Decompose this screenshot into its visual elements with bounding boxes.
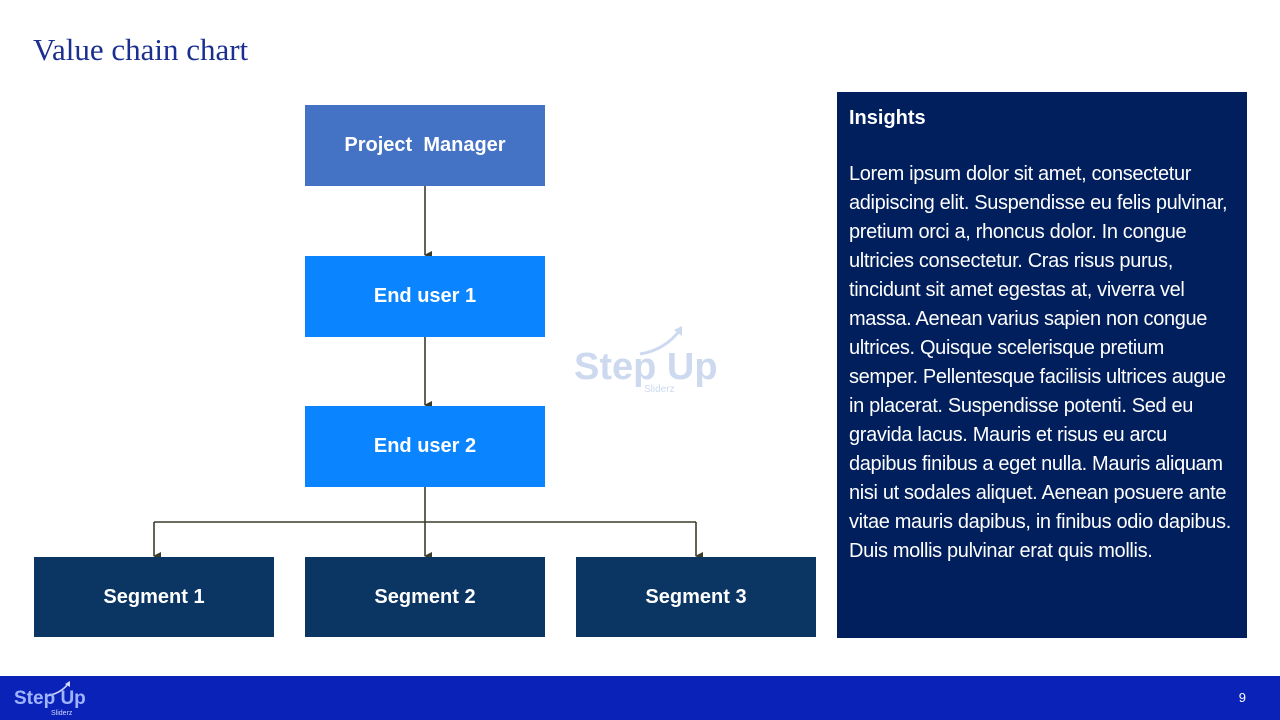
node-end-user-2: End user 2 <box>305 406 545 487</box>
insights-body: Lorem ipsum dolor sit amet, consectetur … <box>849 163 1231 562</box>
insights-title: Insights <box>849 107 926 129</box>
node-segment-3: Segment 3 <box>576 557 816 637</box>
node-project-manager: Project Manager <box>305 105 545 186</box>
watermark-arrow-icon <box>639 326 682 356</box>
page-number: 9 <box>1238 690 1246 705</box>
watermark-subtext: Sliderz <box>644 384 675 395</box>
footer-logo-text: Step Up <box>14 688 86 709</box>
node-segment-1: Segment 1 <box>34 557 274 637</box>
footer-logo-arrow-icon <box>45 681 70 697</box>
node-segment-2: Segment 2 <box>305 557 545 637</box>
watermark-text: Step Up <box>574 346 718 388</box>
footer-logo-subtext: Sliderz <box>51 710 73 717</box>
footer-bar: Step Up Sliderz 9 <box>0 676 1280 720</box>
footer-logo: Step Up Sliderz <box>14 680 94 718</box>
insights-panel: Insights Lorem ipsum dolor sit amet, con… <box>837 92 1247 638</box>
watermark-logo: Step Up Sliderz <box>570 322 720 402</box>
slide-title: Value chain chart <box>33 32 249 67</box>
node-end-user-1: End user 1 <box>305 256 545 337</box>
